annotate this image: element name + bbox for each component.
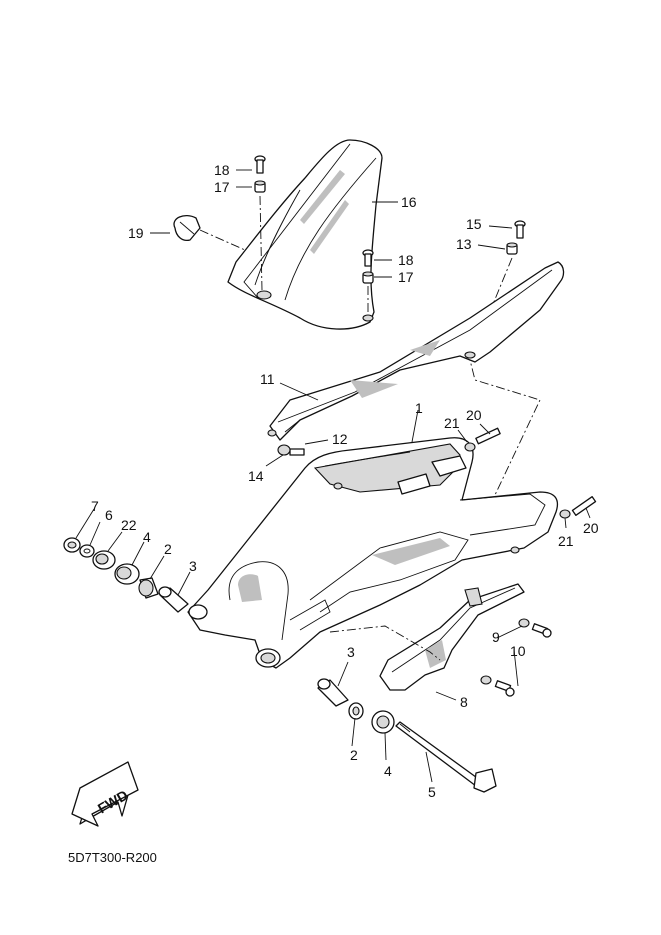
assembly-line [199, 229, 246, 251]
part-washer-6 [79, 544, 95, 558]
part-clip-19 [173, 214, 201, 242]
callout-11: 11 [260, 371, 275, 387]
part-washer-9-lower [480, 675, 492, 685]
part-bearing-2-left [138, 577, 159, 599]
callout-21-upper: 21 [444, 415, 460, 431]
part-screw-18-lower [362, 249, 374, 267]
callout-10: 10 [510, 643, 526, 659]
part-swingarm [187, 437, 559, 669]
part-collar-17-lower [362, 271, 374, 284]
part-washer-9-upper [518, 618, 530, 628]
part-bolt-10-lower [494, 680, 515, 697]
callout-6: 6 [105, 507, 113, 523]
part-bolt-20-upper [475, 427, 501, 445]
callout-9: 9 [492, 629, 500, 645]
part-cap-22 [92, 550, 116, 570]
callout-15: 15 [466, 216, 482, 232]
part-collar-3-right [317, 678, 349, 707]
callout-17-upper: 17 [214, 179, 230, 195]
part-collar-13 [506, 242, 518, 255]
part-chain-guide [379, 583, 525, 691]
part-collar-3-left [158, 586, 189, 613]
callout-16: 16 [401, 194, 417, 210]
callout-8: 8 [460, 694, 468, 710]
callout-3-left: 3 [189, 558, 197, 574]
callout-19: 19 [128, 225, 144, 241]
callout-20-right: 20 [583, 520, 599, 536]
leader-lines [75, 169, 591, 783]
callout-12: 12 [332, 431, 348, 447]
part-bolt-12 [289, 448, 305, 456]
assembly-line [259, 195, 263, 291]
callout-1: 1 [415, 400, 423, 416]
fwd-arrow-icon: FWD [71, 761, 139, 827]
callout-3-right: 3 [347, 644, 355, 660]
callout-13: 13 [456, 236, 472, 252]
part-bolt-20-right [571, 496, 597, 516]
callout-17-lower: 17 [398, 269, 414, 285]
callout-2-right: 2 [350, 747, 358, 763]
assembly-line [329, 625, 441, 661]
callout-4-right: 4 [384, 763, 392, 779]
part-washer-21-right [559, 509, 571, 519]
part-washer-14 [277, 444, 291, 456]
callout-labels: 18 17 16 19 15 13 18 17 11 1 21 20 12 14… [91, 162, 599, 800]
part-bolt-10-upper [531, 623, 552, 638]
diagram-code: 5D7T300-R200 [68, 850, 157, 865]
callout-5: 5 [428, 784, 436, 800]
callout-18-upper: 18 [214, 162, 230, 178]
callout-14: 14 [248, 468, 264, 484]
callout-21-right: 21 [558, 533, 574, 549]
callout-20-upper: 20 [466, 407, 482, 423]
part-oil-seal-4-right [371, 710, 395, 734]
part-pivot-shaft-5 [395, 721, 497, 793]
part-washer-21-upper [464, 442, 476, 452]
callout-22: 22 [121, 517, 137, 533]
part-bearing-2-right [348, 702, 364, 720]
part-screw-15 [514, 220, 526, 239]
part-oil-seal-4-left [114, 563, 140, 585]
part-collar-17-upper [254, 180, 266, 193]
callout-7: 7 [91, 498, 99, 514]
part-rear-fender [227, 139, 383, 330]
part-chain-guard [267, 261, 565, 441]
part-screw-18-upper [254, 155, 266, 174]
part-nut-7 [63, 537, 81, 553]
callout-4-left: 4 [143, 529, 151, 545]
callout-2-left: 2 [164, 541, 172, 557]
callout-18-lower: 18 [398, 252, 414, 268]
